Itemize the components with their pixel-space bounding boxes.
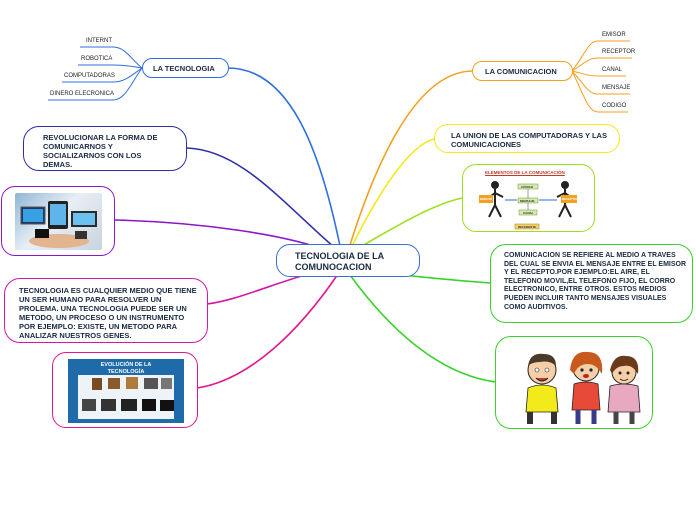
leaf-codigo[interactable]: CODIGO xyxy=(602,103,627,109)
leaf-computadoras[interactable]: COMPUTADORAS xyxy=(64,73,115,79)
central-topic-title: TECNOLOGIA DE LA COMUNOCACION xyxy=(295,251,384,272)
link-friends xyxy=(349,274,497,383)
topic-revolucionar[interactable]: REVOLUCIONAR LA FORMA DE COMUNICARNOS Y … xyxy=(23,126,187,171)
tv-evolution-illustration xyxy=(82,377,174,411)
elementos-label-mensaje: MENSAJE xyxy=(520,199,535,203)
topic-tecnologia-label: LA TECNOLOGIA xyxy=(153,64,215,73)
topic-medio-text: COMUNICACION SE REFIERE AL MEDIO A TRAVE… xyxy=(504,252,687,311)
topic-union[interactable]: LA UNION DE LAS COMPUTADORAS Y LAS COMUN… xyxy=(434,124,620,153)
topic-medio[interactable]: COMUNICACION SE REFIERE AL MEDIO A TRAVE… xyxy=(490,244,693,323)
topic-definicion-text: TECNOLOGIA ES CUALQUIER MEDIO QUE TIENE … xyxy=(19,286,197,340)
topic-elementos-image[interactable]: ELEMENTOS DE LA COMUNICACIÓN EMISOR CÓDI… xyxy=(462,164,595,232)
link-union xyxy=(351,138,435,247)
link-leaf-receptor xyxy=(571,57,632,72)
topic-tecnologia[interactable]: LA TECNOLOGIA xyxy=(142,58,229,78)
link-leaf-codigo xyxy=(571,70,628,113)
link-leaf-computadoras xyxy=(62,67,143,83)
leaf-dinero[interactable]: DINERO ELECRONICA xyxy=(50,91,115,97)
friends-talking-illustration xyxy=(525,351,641,424)
topic-tech-image[interactable] xyxy=(1,186,115,256)
topic-union-text: LA UNION DE LAS COMPUTADORAS Y LAS COMUN… xyxy=(451,131,607,149)
evolucion-caption: EVOLUCIÓN DE LA TECNOLOGÍA xyxy=(100,362,152,375)
elementos-diagram xyxy=(479,181,577,230)
elementos-label-emisor: EMISOR xyxy=(480,197,492,201)
devices-illustration xyxy=(20,201,97,248)
link-leaf-emisor xyxy=(571,40,630,72)
topic-comunicacion-label: LA COMUNICACION xyxy=(485,67,557,76)
topic-evolucion-image[interactable]: EVOLUCIÓN DE LA TECNOLOGÍA xyxy=(52,352,198,428)
link-evolucion xyxy=(196,273,339,389)
link-leaf-canal xyxy=(571,70,626,77)
link-comunicacion xyxy=(349,70,473,246)
leaf-internt[interactable]: INTERNT xyxy=(86,38,112,44)
link-leaf-robotica xyxy=(78,64,143,69)
topic-revolucionar-text: REVOLUCIONAR LA FORMA DE COMUNICARNOS Y … xyxy=(43,133,158,169)
link-leaf-dinero xyxy=(48,67,143,101)
link-leaf-mensaje xyxy=(571,70,630,95)
topic-comunicacion[interactable]: LA COMUNICACION xyxy=(472,61,573,81)
elementos-title: ELEMENTOS DE LA COMUNICACIÓN xyxy=(485,170,565,175)
topic-friends-image[interactable] xyxy=(495,336,653,429)
link-elementos xyxy=(354,197,463,251)
leaf-canal[interactable]: CANAL xyxy=(602,67,623,73)
elementos-image: ELEMENTOS DE LA COMUNICACIÓN EMISOR CÓDI… xyxy=(475,169,583,231)
topic-definicion[interactable]: TECNOLOGIA ES CUALQUIER MEDIO QUE TIENE … xyxy=(4,278,208,343)
elementos-label-canal: CANAL xyxy=(523,211,534,215)
link-leaf-internt xyxy=(80,46,143,69)
elementos-label-receptor: RECEPTOR xyxy=(562,197,579,201)
devices-image xyxy=(15,193,102,250)
link-revolucionar xyxy=(186,147,336,249)
leaf-robotica[interactable]: ROBOTICA xyxy=(81,56,113,62)
elementos-label-referente: REFERENTE xyxy=(518,225,537,229)
leaf-mensaje[interactable]: MENSAJE xyxy=(602,85,631,91)
central-topic[interactable]: TECNOLOGIA DE LA COMUNOCACION xyxy=(276,244,420,277)
leaf-receptor[interactable]: RECEPTOR xyxy=(602,49,636,55)
link-tecnologia xyxy=(227,67,341,247)
evolucion-image: EVOLUCIÓN DE LA TECNOLOGÍA xyxy=(68,359,184,423)
elementos-label-codigo: CÓDIGO xyxy=(521,185,534,189)
leaf-emisor[interactable]: EMISOR xyxy=(602,32,626,38)
